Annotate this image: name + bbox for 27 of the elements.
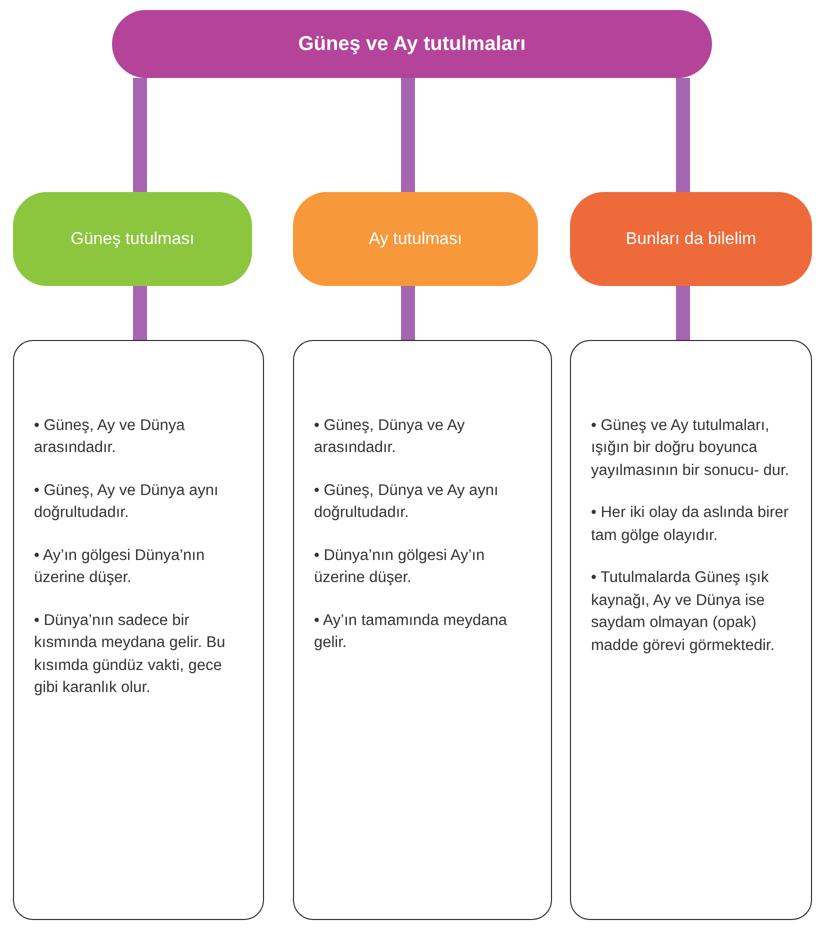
connector-line — [401, 286, 415, 340]
bullet-text: • Güneş, Ay ve Dünya arasındadır. — [34, 416, 186, 458]
connector-line — [133, 78, 147, 192]
bullet-text: • Ay’ın gölgesi Dünya’nın üzerine düşer. — [34, 546, 206, 588]
category-pill — [570, 192, 812, 286]
category-label: Güneş tutulması — [70, 228, 196, 250]
info-card — [293, 340, 552, 920]
bullet-text: • Güneş ve Ay tutulmaları, ışığın bir doğru boyunca yayılmasının bir sonucu- dur. — [591, 416, 790, 481]
bullet-text: • Ay’ın tamamında meydana gelir. — [314, 610, 508, 654]
connector-line — [676, 78, 690, 192]
title-text: Güneş ve Ay tutulmaları — [297, 32, 527, 56]
bullet-text: • Dünya’nın sadece bir kısmında meydana gelir. Bu kısımda gündüz vakti, gece gibi karanlık olur. — [34, 610, 226, 698]
category-pill — [13, 192, 252, 286]
bullet-text: • Güneş, Dünya ve Ay arasındadır. — [314, 416, 466, 458]
bullet-text: • Güneş, Ay ve Dünya aynı doğrultudadır. — [34, 480, 220, 524]
connector-line — [401, 78, 415, 192]
info-card — [13, 340, 264, 920]
bullet-text: • Tutulmalarda Güneş ışık kaynağı, Ay ve Dünya ise saydam olmayan (opak) madde görevi görmektedir. — [591, 568, 776, 656]
info-card — [570, 340, 812, 920]
bullet-text: • Her iki olay da aslında birer tam gölge olayıdır. — [591, 503, 790, 546]
bullet-text: • Güneş, Dünya ve Ay aynı doğrultudadır. — [314, 480, 500, 524]
connector-line — [676, 286, 690, 340]
bullet-text: • Dünya’nın gölgesi Ay’ın üzerine düşer. — [314, 546, 486, 588]
category-label: Bunları da bilelim — [624, 228, 758, 250]
category-pill — [293, 192, 538, 286]
category-label: Ay tutulması — [368, 228, 464, 250]
connector-line — [133, 286, 147, 340]
